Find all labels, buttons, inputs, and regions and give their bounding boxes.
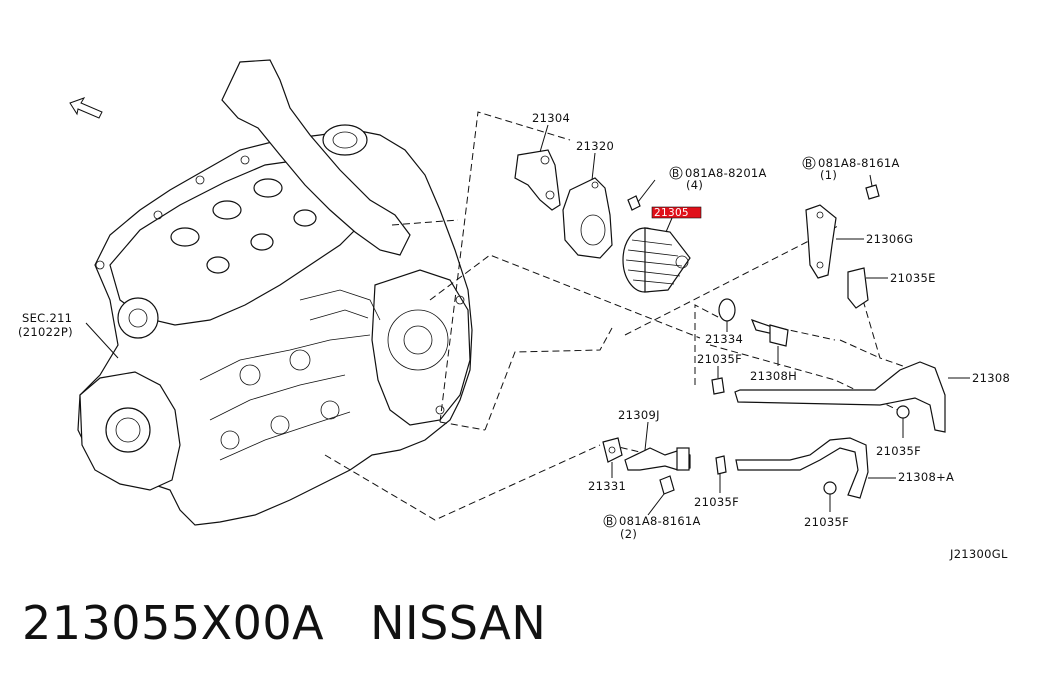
part-21035f-b — [896, 405, 910, 419]
part-21320-housing — [562, 177, 613, 259]
part-number: 213055X00A — [22, 596, 325, 650]
part-21331-gasket — [602, 437, 623, 463]
label-21308a: 21308+A — [898, 470, 954, 484]
bolt-marker-icon — [669, 166, 683, 180]
part-21308a-hose — [735, 437, 869, 499]
label-21304: 21304 — [532, 111, 570, 125]
part-21308h-connector — [750, 319, 789, 347]
part-21035f-d — [823, 481, 837, 495]
label-21309j: 21309J — [618, 408, 660, 422]
label-bolt1-qty: (4) — [686, 178, 703, 192]
label-21331: 21331 — [588, 479, 626, 493]
label-21035f-b: 21035F — [876, 444, 921, 458]
label-21035e: 21035E — [890, 271, 936, 285]
bolt-marker-icon — [802, 156, 816, 170]
bolt-081a8-8161a-top — [865, 174, 880, 200]
part-21334-oring — [718, 298, 736, 322]
part-21309j-fitting — [624, 447, 691, 471]
part-21305-oil-cooler — [622, 227, 691, 293]
label-bolt1: 081A8-8201A — [685, 166, 767, 180]
front-arrow-icon — [69, 97, 103, 119]
label-21308: 21308 — [972, 371, 1010, 385]
label-bolt2-qty: (1) — [820, 168, 837, 182]
label-21308h: 21308H — [750, 369, 797, 383]
label-21035f-c: 21035F — [694, 495, 739, 509]
label-21035f-a: 21035F — [697, 352, 742, 366]
part-21306g-bracket — [805, 204, 837, 279]
highlight-21305 — [651, 206, 702, 219]
engine-block — [77, 59, 473, 526]
part-21035e-clip — [847, 267, 869, 309]
label-21035f-d: 21035F — [804, 515, 849, 529]
label-21320: 21320 — [576, 139, 614, 153]
part-21304-bracket — [514, 149, 561, 211]
label-bolt3: 081A8-8161A — [619, 514, 701, 528]
footer-caption: 213055X00A NISSAN — [22, 596, 592, 650]
sec211-sub-label: (21022P) — [18, 325, 73, 339]
sec211-leader — [85, 322, 119, 359]
label-21306g: 21306G — [866, 232, 913, 246]
bolt-081a8-8161a-lower — [659, 475, 675, 495]
bolt-marker-2: B — [805, 158, 813, 170]
part-21308-hose — [734, 361, 946, 433]
label-21334: 21334 — [705, 332, 743, 346]
bolt-081a8-8201a — [627, 179, 656, 211]
brand-name: NISSAN — [370, 596, 547, 650]
bolt-marker-3: B — [606, 516, 614, 528]
part-21035f-c — [715, 455, 727, 475]
bolt-marker-icon — [603, 514, 617, 528]
label-bolt2: 081A8-8161A — [818, 156, 900, 170]
label-21305: 21305 — [654, 207, 689, 219]
part-21035f-a — [711, 377, 725, 395]
bolt-marker-1: B — [672, 168, 680, 180]
drawing-code: J21300GL — [949, 547, 1008, 561]
sec211-label: SEC.211 — [22, 311, 72, 325]
label-bolt3-qty: (2) — [620, 527, 637, 541]
